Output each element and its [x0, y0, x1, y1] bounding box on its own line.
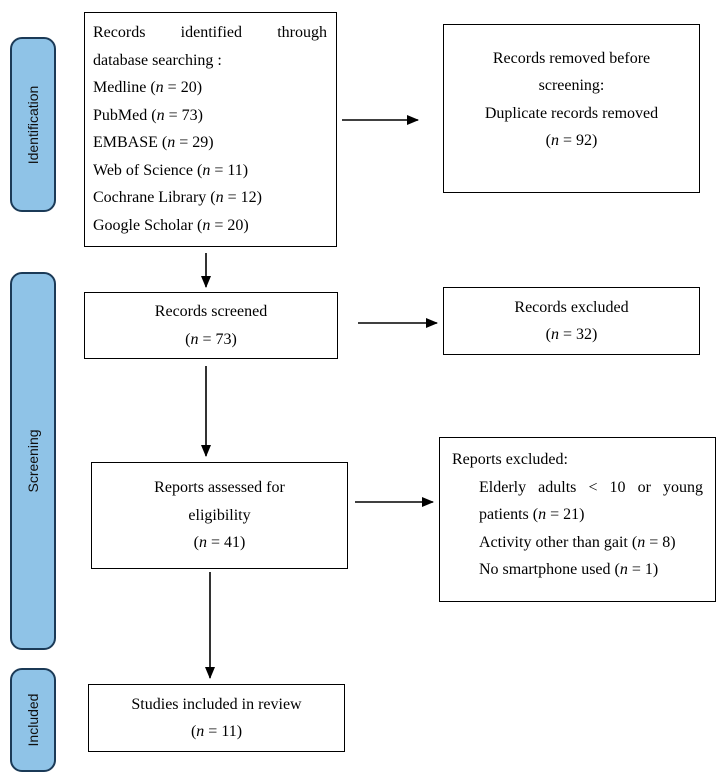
source-count: 11: [227, 161, 243, 179]
reason-word: young: [662, 478, 703, 496]
reason-word: Elderly: [479, 478, 527, 496]
reason3: No smartphone used (n = 1): [479, 561, 659, 578]
excluded-label: Records excluded: [514, 298, 629, 316]
reason-word: <: [588, 478, 598, 496]
phase-identification: Identification: [10, 37, 56, 212]
excluded-count: (n = 32): [545, 326, 598, 343]
records-screened-box: Records screened (n = 73): [84, 292, 338, 359]
heading-word: identified: [180, 24, 242, 41]
identified-heading-line2: database searching :: [93, 51, 222, 69]
removed-line1: Records removed before: [492, 49, 651, 67]
screened-label: Records screened: [154, 303, 268, 320]
source-name: PubMed: [93, 106, 148, 124]
assessed-line2: eligibility: [188, 506, 251, 524]
n-symbol: n: [202, 216, 211, 234]
phase-screening-label: Screening: [25, 429, 41, 493]
count-value: 8: [662, 533, 671, 551]
reports-assessed-box: Reports assessed for eligibility (n = 41…: [91, 462, 348, 569]
source-name: Web of Science: [93, 161, 193, 179]
reports-excluded-box: Reports excluded: Elderly adults < 10 or…: [439, 437, 716, 602]
reason-text: No smartphone used: [479, 561, 611, 578]
count-value: 11: [221, 723, 237, 740]
reason-word: 10: [609, 478, 626, 496]
included-label: Studies included in review: [131, 695, 302, 713]
phase-included: Included: [10, 668, 56, 772]
reason-word: adults: [538, 478, 577, 496]
n-symbol: n: [619, 561, 628, 578]
assessed-line1: Reports assessed for: [154, 479, 285, 497]
studies-included-box: Studies included in review (n = 11): [88, 684, 345, 752]
phase-identification-label: Identification: [25, 85, 41, 164]
phase-included-label: Included: [25, 693, 41, 747]
n-symbol: n: [538, 506, 547, 523]
source-item: Medline (n = 20): [93, 79, 203, 96]
source-item: Cochrane Library (n = 12): [93, 189, 262, 206]
phase-screening: Screening: [10, 272, 56, 650]
identified-heading-line1: Records identified through: [93, 19, 327, 47]
source-item: Google Scholar (n = 20): [93, 216, 249, 234]
source-name: Medline: [93, 79, 147, 96]
count-value: 1: [644, 561, 653, 578]
n-symbol: n: [198, 534, 207, 552]
n-symbol: n: [190, 330, 199, 348]
n-symbol: n: [156, 106, 165, 124]
n-symbol: n: [550, 132, 559, 149]
records-identified-box: Records identified through database sear…: [84, 12, 337, 247]
heading-word: Records: [93, 24, 146, 41]
assessed-count: (n = 41): [193, 534, 246, 552]
source-count: 73: [181, 106, 198, 124]
n-symbol: n: [196, 723, 205, 740]
removed-line3: Duplicate records removed: [484, 104, 659, 122]
removed-count: (n = 92): [545, 132, 598, 149]
reason2: Activity other than gait (n = 8): [479, 533, 676, 551]
screened-count: (n = 73): [185, 330, 237, 348]
n-symbol: n: [215, 189, 224, 206]
reason-text: Activity other than gait: [479, 533, 628, 551]
reason-word: or: [637, 478, 651, 496]
count-value: 92: [576, 132, 593, 149]
source-item: EMBASE (n = 29): [93, 134, 214, 151]
source-name: Google Scholar: [93, 216, 193, 234]
source-count: 12: [240, 189, 257, 206]
count-value: 32: [576, 326, 593, 343]
n-symbol: n: [155, 79, 164, 96]
reports-excluded-title: Reports excluded:: [452, 451, 568, 468]
source-count: 29: [192, 134, 209, 151]
n-symbol: n: [550, 326, 559, 343]
included-count: (n = 11): [190, 723, 243, 740]
heading-word: through: [277, 24, 327, 41]
reason-text: patients: [479, 506, 529, 523]
source-name: EMBASE: [93, 134, 158, 151]
source-name: Cochrane Library: [93, 189, 207, 206]
removed-line2: screening:: [538, 77, 605, 94]
source-count: 20: [227, 216, 244, 234]
source-item: PubMed (n = 73): [93, 106, 203, 124]
count-value: 73: [215, 330, 232, 348]
source-count: 20: [180, 79, 197, 96]
reason1-line2: patients (n = 21): [479, 506, 585, 523]
n-symbol: n: [202, 161, 211, 179]
records-removed-box: Records removed before screening: Duplic…: [443, 24, 700, 193]
records-excluded-box: Records excluded (n = 32): [443, 287, 700, 355]
count-value: 41: [224, 534, 241, 552]
n-symbol: n: [637, 533, 646, 551]
n-symbol: n: [167, 134, 176, 151]
count-value: 21: [563, 506, 580, 523]
source-item: Web of Science (n = 11): [93, 161, 249, 179]
reason1-line1: Elderly adults < 10 or young: [452, 474, 703, 502]
